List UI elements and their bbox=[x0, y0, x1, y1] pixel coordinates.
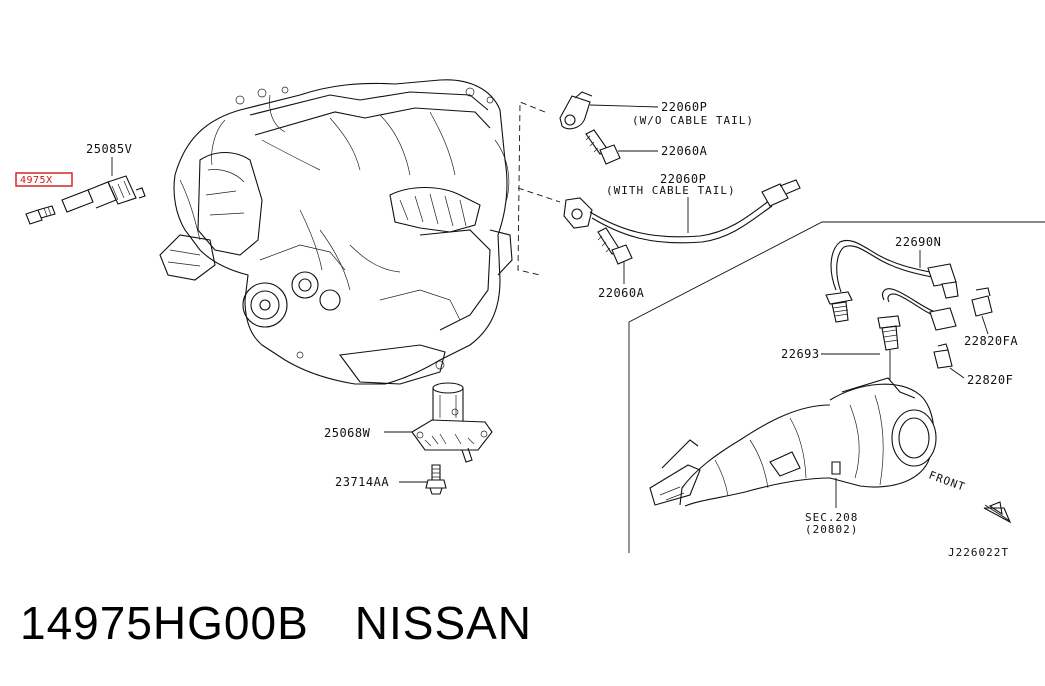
front-label: FRONT bbox=[927, 469, 967, 494]
label-22060a-a: 22060A bbox=[661, 144, 708, 158]
brand-name: NISSAN bbox=[354, 597, 533, 649]
highlighted-sensor-part[interactable]: 4975X bbox=[15, 172, 73, 225]
highlight-box bbox=[15, 172, 73, 187]
label-22060a-b: 22060A bbox=[598, 286, 645, 300]
front-direction-arrow: FRONT bbox=[927, 469, 1012, 524]
section-reference-sub: (20802) bbox=[805, 523, 858, 536]
label-22060p-a-note: (W/O CABLE TAIL) bbox=[632, 114, 754, 127]
drawing-id: J226022T bbox=[948, 546, 1009, 559]
label-22060p-b: 22060P bbox=[660, 172, 706, 186]
label-22690n: 22690N bbox=[895, 235, 941, 249]
part-22693[interactable]: 22693 bbox=[781, 288, 957, 380]
label-25085v: 25085V bbox=[86, 142, 132, 156]
part-22820f[interactable]: 22820F bbox=[933, 343, 1013, 387]
part-25085v[interactable]: 25085V bbox=[61, 142, 146, 213]
caption-line: 14975HG00B NISSAN bbox=[20, 596, 532, 650]
highlight-label: 4975X bbox=[20, 175, 53, 186]
label-22060p-b-note: (WITH CABLE TAIL) bbox=[606, 184, 736, 197]
part-22690n[interactable]: 22690N bbox=[825, 235, 959, 323]
part-22820fa[interactable]: 22820FA bbox=[964, 287, 1018, 348]
label-22820f: 22820F bbox=[967, 373, 1013, 387]
part-22060p-with-tail[interactable]: 22060P (WITH CABLE TAIL) bbox=[563, 172, 801, 244]
part-22060a-top[interactable]: 22060A bbox=[585, 129, 708, 165]
part-25068w[interactable]: 25068W bbox=[324, 382, 493, 463]
part-number: 14975HG00B bbox=[20, 597, 309, 649]
section-reference: SEC.208 bbox=[805, 511, 858, 524]
label-22693: 22693 bbox=[781, 347, 820, 361]
label-25068w: 25068W bbox=[324, 426, 371, 440]
label-22060p-a: 22060P bbox=[661, 100, 707, 114]
part-22060a-lower[interactable]: 22060A bbox=[597, 227, 645, 300]
label-23714aa: 23714AA bbox=[335, 475, 389, 489]
inset-border bbox=[628, 221, 1045, 553]
engine-assembly bbox=[159, 79, 513, 385]
dashed-bracket bbox=[517, 101, 546, 276]
part-23714aa[interactable]: 23714AA bbox=[335, 464, 447, 495]
label-22820fa: 22820FA bbox=[964, 334, 1018, 348]
catalytic-converter bbox=[649, 377, 937, 508]
part-22060p-no-tail[interactable]: 22060P (W/O CABLE TAIL) bbox=[559, 91, 754, 130]
